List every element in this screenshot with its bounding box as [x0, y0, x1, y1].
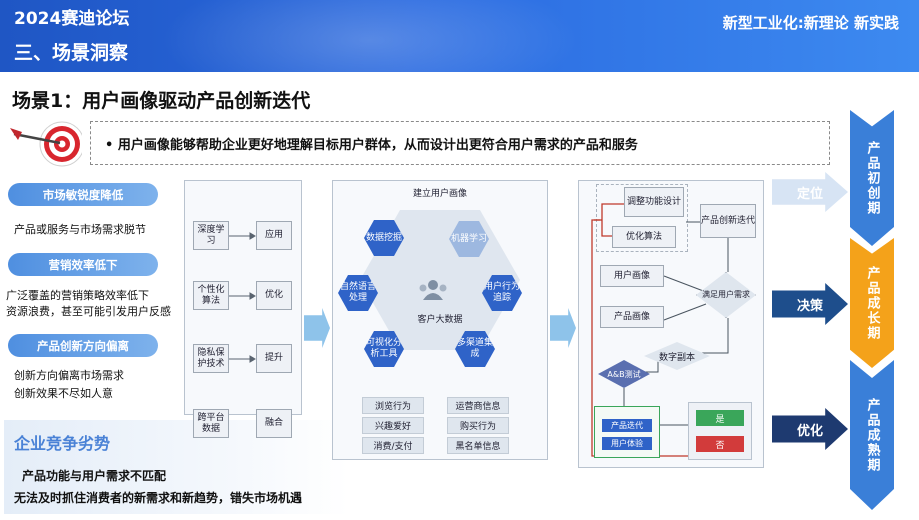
tech-application: 应用: [256, 221, 292, 250]
flow-product-persona: 产品画像: [600, 306, 664, 328]
chip-purchase: 购买行为: [447, 417, 509, 434]
chevron-maturity: 产品成熟期: [850, 360, 894, 510]
flow-user-persona: 用户画像: [600, 265, 664, 287]
tech-cross-platform: 跨平台数据: [193, 409, 229, 438]
stage-decision: 决策: [772, 283, 848, 325]
flow-feedback: 用户体验: [602, 437, 652, 450]
competition-item-1: 产品功能与用户需求不匹配: [22, 469, 167, 483]
stage-positioning: 定位: [772, 172, 848, 212]
tech-privacy: 隐私保护技术: [193, 344, 229, 373]
forum-title: 2024赛迪论坛: [14, 9, 130, 29]
stage-optimization-label: 优化: [796, 423, 823, 439]
flow-no: 否: [696, 436, 744, 452]
pill-innovation-direction: 产品创新方向偏离: [8, 334, 158, 357]
text-innovation-b: 创新效果不尽如人意: [14, 387, 113, 400]
chip-operator: 运营商信息: [447, 397, 509, 414]
text-marketing-a: 广泛覆盖的营销策略效率低下: [6, 289, 149, 302]
flow-adjust-design: 调整功能设计: [624, 187, 684, 217]
competition-title: 企业竞争劣势: [14, 434, 111, 453]
persona-center-label: 客户大数据: [417, 315, 463, 325]
flow-output-group: [594, 406, 660, 458]
flow-dashed-group: [596, 184, 688, 252]
tech-connectors: [229, 232, 256, 363]
arrow-right-icon: [550, 308, 576, 348]
flow-yes: 是: [696, 410, 744, 426]
intro-box: • 用户画像能够帮助企业更好地理解目标用户群体，从而设计出更符合用户需求的产品和…: [90, 121, 830, 165]
flow-product-innovation: 产品创新迭代: [700, 204, 756, 238]
tech-fusion: 融合: [256, 409, 292, 438]
header-banner: 2024赛迪论坛 三、场景洞察 新型工业化:新理论 新实践: [0, 0, 919, 72]
users-icon: [419, 280, 447, 300]
stage-decision-label: 决策: [796, 298, 823, 314]
section-title: 三、场景洞察: [14, 42, 129, 64]
scene-title: 场景1：用户画像驱动产品创新迭代: [12, 90, 311, 112]
tech-optimize: 优化: [256, 281, 292, 310]
stage-positioning-label: 定位: [796, 186, 823, 202]
target-icon: [10, 121, 82, 167]
pill-market-sensitivity: 市场敏锐度降低: [8, 183, 158, 206]
arrow-right-icon: [304, 308, 330, 348]
chip-payment: 消费/支付: [362, 437, 424, 454]
chevron-growth: 产品成长期: [850, 238, 894, 368]
chip-browse: 浏览行为: [362, 397, 424, 414]
competition-item-2: 无法及时抓住消费者的新需求和新趋势，错失市场机遇: [14, 491, 303, 505]
text-marketing-b: 资源浪费，甚至可能引发用户反感: [6, 305, 171, 318]
chip-interest: 兴趣爱好: [362, 417, 424, 434]
text-innovation-a: 创新方向偏离市场需求: [14, 369, 124, 382]
flow-optimize-algorithm: 优化算法: [612, 226, 676, 248]
persona-title: 建立用户画像: [412, 189, 467, 199]
tech-personalized-algorithm: 个性化算法: [193, 281, 229, 310]
chip-blacklist: 黑名单信息: [447, 437, 509, 454]
chevron-startup: 产品初创期: [850, 110, 894, 246]
tech-deep-learning: 深度学习: [193, 221, 229, 250]
text-market: 产品或服务与市场需求脱节: [14, 223, 146, 236]
stage-optimization: 优化: [772, 408, 848, 450]
slogan: 新型工业化:新理论 新实践: [722, 14, 899, 32]
pill-marketing-efficiency: 营销效率低下: [8, 253, 158, 276]
flow-iterate: 产品迭代: [602, 419, 652, 432]
tech-improve: 提升: [256, 344, 292, 373]
